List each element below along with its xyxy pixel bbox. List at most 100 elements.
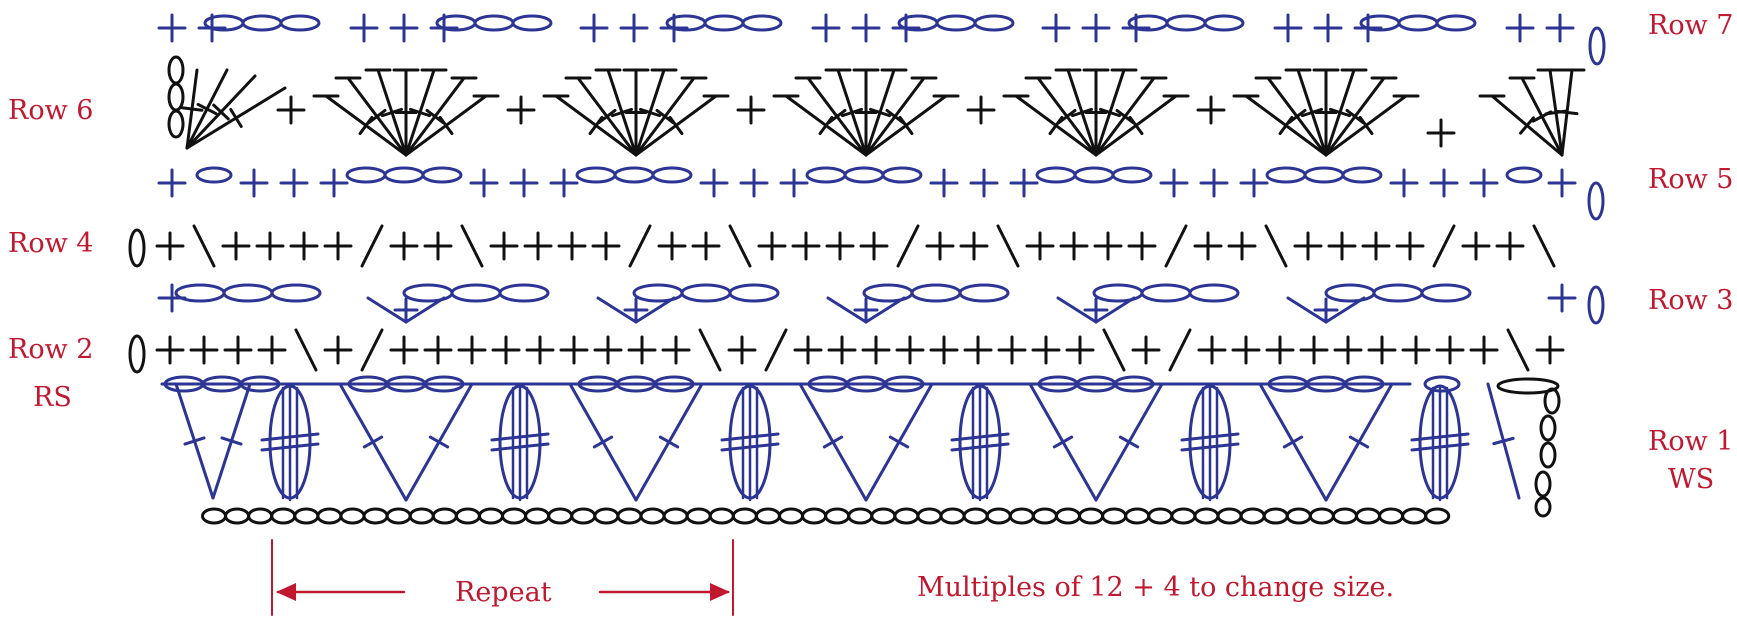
row1-top-ch-0-c — [239, 375, 281, 393]
row3-v-right-4 — [1324, 296, 1366, 324]
row1-turning-ch-2 — [1539, 414, 1557, 442]
row6-half-end-0-bar — [1519, 116, 1535, 135]
row4-turning-chain — [128, 228, 146, 268]
row6-shell-4-dc-5-bar — [1345, 108, 1365, 125]
foundation-chain-47 — [1285, 507, 1312, 525]
foundation-chain-11 — [454, 507, 481, 525]
row5-ch-5-b — [383, 166, 425, 184]
foundation-chain-33 — [962, 507, 989, 525]
foundation-chain-38 — [1078, 507, 1105, 525]
row1-v2-left-bar — [592, 435, 614, 449]
row7-ch-10-c — [741, 14, 783, 32]
foundation-chain-9 — [408, 507, 435, 525]
row7-ch-22-b — [1397, 14, 1439, 32]
row3-ch-5-c — [1420, 283, 1472, 303]
row6-shell-4-dc-2-bar — [1301, 107, 1323, 118]
row3-v-left-3 — [1056, 296, 1098, 324]
row1-top-ch-3-c — [883, 375, 925, 393]
row2-label: Row 2 — [8, 334, 94, 365]
row1-cluster-bar2-5 — [1410, 442, 1470, 452]
row4-dc-fwd-22 — [896, 224, 920, 268]
foundation-chain-42 — [1170, 507, 1197, 525]
row1-v4-left-bar — [1052, 435, 1074, 449]
row1-cluster-bar1-2 — [720, 432, 780, 442]
foundation-chain-5 — [316, 507, 343, 525]
row5-ch-9-b — [613, 166, 655, 184]
row6-shell-1-dc-6-bar — [668, 115, 684, 136]
foundation-chain-32 — [939, 507, 966, 525]
row1-top-ch-1-c — [423, 375, 465, 393]
row3-ch-4-c — [1188, 283, 1240, 303]
row6-shell-2-dc-6-bar — [898, 115, 914, 136]
row5-ch-13-a — [805, 166, 847, 184]
row7-ch-2-b — [241, 14, 283, 32]
foundation-chain-13 — [501, 507, 528, 525]
foundation-chain-0 — [201, 507, 227, 525]
foundation-chain-29 — [870, 507, 897, 525]
row6-shell-2-dc-1-bar — [827, 108, 847, 125]
row1-turning-ch-top — [1496, 377, 1560, 395]
row5-label: Row 5 — [1648, 164, 1734, 195]
row1-v2-right-bar — [658, 435, 680, 449]
foundation-chain-45 — [1239, 507, 1266, 525]
row1-turning-ch-5 — [1534, 496, 1552, 518]
row1-top-ch-5-c — [1343, 375, 1385, 393]
row3-ch-3-b — [910, 283, 962, 303]
row1-v0-right-bar — [220, 436, 243, 446]
row4-dc-back-33 — [1264, 224, 1288, 268]
row7-ch-18-c — [1203, 14, 1245, 32]
row2-dc-back-16 — [698, 328, 722, 372]
row6-half-start-3-bar — [229, 107, 243, 129]
row3-ch-1-b — [450, 283, 502, 303]
row1-v1-right-bar — [428, 435, 450, 449]
row1-cluster-bar2-3 — [950, 442, 1010, 452]
row6-shell-3-dc-6-bar — [1128, 115, 1144, 136]
row3-v-right-1 — [634, 296, 676, 324]
row1-label: Row 1 — [1648, 426, 1734, 457]
row3-ch-2-c — [728, 283, 780, 303]
foundation-chain-44 — [1216, 507, 1243, 525]
row1-v5-right-bar — [1348, 435, 1370, 449]
row1-cluster-bar1-0 — [260, 432, 320, 442]
foundation-chain-14 — [524, 507, 551, 525]
foundation-chain-35 — [1008, 507, 1035, 525]
row6-shell-0-dc-6-bar — [438, 115, 454, 136]
row1-cluster-bar2-0 — [260, 442, 320, 452]
row5-ch-21-b — [1303, 166, 1345, 184]
row2-dc-back-4 — [294, 328, 318, 372]
repeat-arrow-left-head — [276, 583, 296, 601]
row1-cluster-bar1-1 — [490, 432, 550, 442]
row6-shell-2-dc-2-bar — [841, 107, 863, 118]
row1-v-end-bar — [1492, 436, 1515, 446]
row6-chain-1 — [167, 55, 185, 85]
row6-shell-4-dc-6-bar — [1358, 115, 1374, 136]
row3-v-left-4 — [1286, 296, 1328, 324]
row4-dc-back-9 — [460, 224, 484, 268]
foundation-chain-34 — [985, 507, 1012, 525]
row6-shell-1-dc-2-bar — [611, 107, 633, 118]
foundation-chain-46 — [1262, 507, 1289, 525]
row2-turning-chain — [128, 334, 146, 374]
row6-shell-3-dc-1-bar — [1057, 108, 1077, 125]
row4-dc-back-17 — [728, 224, 752, 268]
row6-shell-3-dc-2-bar — [1071, 107, 1093, 118]
foundation-chain-22 — [708, 507, 735, 525]
row1-v1-left-bar — [362, 435, 384, 449]
foundation-chain-37 — [1054, 507, 1081, 525]
foundation-chain-53 — [1424, 507, 1451, 525]
row6-shell-2-dc-5-bar — [885, 108, 905, 125]
row6-shell-0-dc-2-bar — [381, 107, 403, 118]
row1-top-ch-last — [1423, 375, 1461, 393]
row1-turning-ch-1 — [1543, 387, 1561, 415]
multiples-note: Multiples of 12 + 4 to change size. — [917, 572, 1395, 603]
foundation-chain-40 — [1124, 507, 1151, 525]
row7-ch-14-c — [973, 14, 1015, 32]
row4-dc-fwd-14 — [628, 224, 652, 268]
row6-shell-4-dc-1-bar — [1287, 108, 1307, 125]
row7-ch-22-c — [1435, 14, 1477, 32]
row6-half-start-1-bar — [196, 102, 218, 116]
row7-ch-14-b — [935, 14, 977, 32]
row3-ch-0-b — [222, 283, 274, 303]
row1-cluster-bar1-5 — [1410, 432, 1470, 442]
